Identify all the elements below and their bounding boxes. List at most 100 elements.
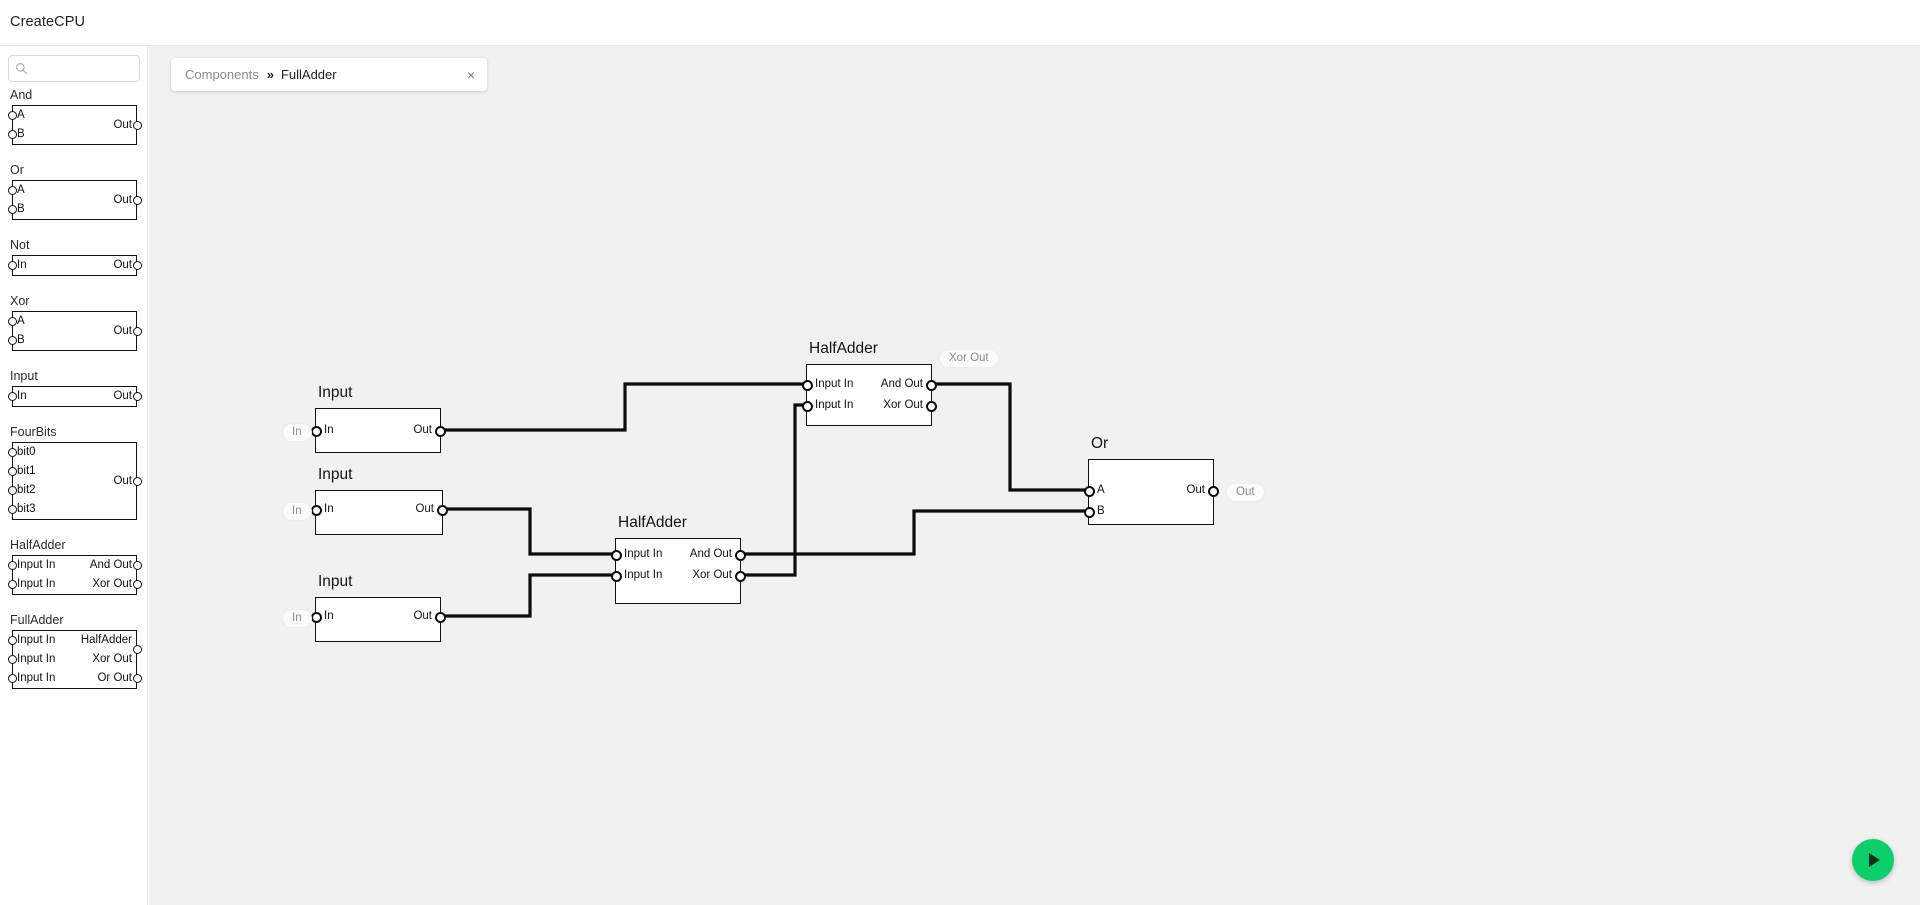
palette-input-port[interactable] xyxy=(7,561,17,570)
run-simulation-button[interactable] xyxy=(1852,839,1894,881)
palette-output-port[interactable] xyxy=(132,392,142,401)
palette-pin-row: B xyxy=(7,200,136,219)
palette-pin-row: bit0 xyxy=(7,443,136,462)
external-pin-input3-in[interactable]: In xyxy=(282,609,312,628)
port-in-halfadder-bottom-in1[interactable] xyxy=(610,549,622,561)
external-pin-input1-in[interactable]: In xyxy=(282,423,312,442)
port-label: Out xyxy=(413,424,432,436)
port-out-input3-out[interactable] xyxy=(434,611,446,623)
palette-input-port[interactable] xyxy=(7,392,17,401)
port-out-halfadder-top-andout[interactable] xyxy=(925,379,937,391)
app-title: CreateCPU xyxy=(10,14,86,30)
palette-output-port[interactable] xyxy=(132,645,142,655)
palette-input-port[interactable] xyxy=(7,467,17,476)
port-in-or-a[interactable] xyxy=(1083,485,1095,497)
palette-input-port[interactable] xyxy=(7,111,17,120)
node-input3[interactable]: Input In Out xyxy=(310,573,446,642)
palette-output-port[interactable] xyxy=(132,561,142,570)
palette-pin-row: B xyxy=(7,125,136,144)
palette-output-port[interactable] xyxy=(132,195,142,205)
palette-port-label: Out xyxy=(113,194,132,206)
breadcrumb-root[interactable]: Components xyxy=(185,67,259,82)
palette-item-label: Xor xyxy=(10,294,30,308)
palette-output-port[interactable] xyxy=(132,580,142,589)
palette-input-port[interactable] xyxy=(7,486,17,495)
palette-input-port[interactable] xyxy=(7,336,17,345)
port-label: Input In xyxy=(815,378,854,390)
palette-output-port[interactable] xyxy=(132,326,142,336)
port-out-input1-out[interactable] xyxy=(434,425,446,437)
node-halfadder-bottom[interactable]: HalfAdder Input In And Out Input In Xor … xyxy=(610,514,746,604)
port-out-halfadder-bottom-xorout[interactable] xyxy=(734,570,746,582)
breadcrumb-leaf: FullAdder xyxy=(280,67,337,82)
play-icon xyxy=(1869,853,1880,867)
port-in-halfadder-top-in1[interactable] xyxy=(801,379,813,391)
external-pin-input2-in[interactable]: In xyxy=(282,502,312,521)
tab-fulladder[interactable]: Components » FullAdder × xyxy=(171,58,487,91)
close-icon[interactable]: × xyxy=(466,66,475,83)
port-in-input2-in[interactable] xyxy=(310,504,322,516)
palette-input-port[interactable] xyxy=(7,130,17,139)
port-label: Xor Out xyxy=(883,399,923,411)
port-in-or-b[interactable] xyxy=(1083,506,1095,518)
port-label: Xor Out xyxy=(692,569,732,581)
port-out-halfadder-bottom-andout[interactable] xyxy=(734,549,746,561)
external-pin-or-out[interactable]: Out xyxy=(1226,483,1265,502)
palette-input-port[interactable] xyxy=(7,674,17,683)
palette-port-label: Out xyxy=(113,325,132,337)
port-out-or-out[interactable] xyxy=(1207,485,1219,497)
palette-output-port[interactable] xyxy=(132,476,142,486)
port-in-input1-in[interactable] xyxy=(310,425,322,437)
palette-input-port[interactable] xyxy=(7,505,17,514)
node-input1[interactable]: Input In Out xyxy=(310,384,446,453)
palette-input-port[interactable] xyxy=(7,655,17,664)
palette-output-port[interactable] xyxy=(132,120,142,130)
palette-item-label: And xyxy=(10,88,33,102)
palette-output-port[interactable] xyxy=(132,674,142,683)
node-title: Or xyxy=(1091,435,1109,452)
palette-input-port[interactable] xyxy=(7,636,17,645)
palette-input-port[interactable] xyxy=(7,186,17,195)
palette-input-port[interactable] xyxy=(7,317,17,326)
palette-input-port[interactable] xyxy=(7,580,17,589)
palette-output-port[interactable] xyxy=(132,261,142,270)
port-label: In xyxy=(324,503,334,515)
port-in-halfadder-top-in2[interactable] xyxy=(801,400,813,412)
node-title: Input xyxy=(318,384,353,401)
palette-input-port[interactable] xyxy=(7,261,17,270)
node-halfadder-top[interactable]: HalfAdder Input In And Out Input In Xor … xyxy=(801,340,937,426)
port-out-halfadder-top-xorout[interactable] xyxy=(925,400,937,412)
node-or[interactable]: Or A Out B xyxy=(1083,435,1219,525)
node-input2[interactable]: Input In Out xyxy=(310,466,448,535)
search-box[interactable] xyxy=(8,55,140,82)
search-input[interactable] xyxy=(33,60,133,77)
palette-input-port[interactable] xyxy=(7,448,17,457)
palette-port-label: Xor Out xyxy=(92,578,132,590)
palette-input-port[interactable] xyxy=(7,205,17,214)
schematic-canvas[interactable]: Components » FullAdder × Input xyxy=(149,46,1920,905)
port-out-input2-out[interactable] xyxy=(436,504,448,516)
external-pin-halfadder-top-xorout[interactable]: Xor Out xyxy=(939,349,999,368)
palette-item-label: Or xyxy=(10,163,24,177)
port-in-input3-in[interactable] xyxy=(310,611,322,623)
palette-port-label: Input In xyxy=(17,634,56,646)
port-label: And Out xyxy=(689,548,732,560)
port-in-halfadder-bottom-in2[interactable] xyxy=(610,570,622,582)
